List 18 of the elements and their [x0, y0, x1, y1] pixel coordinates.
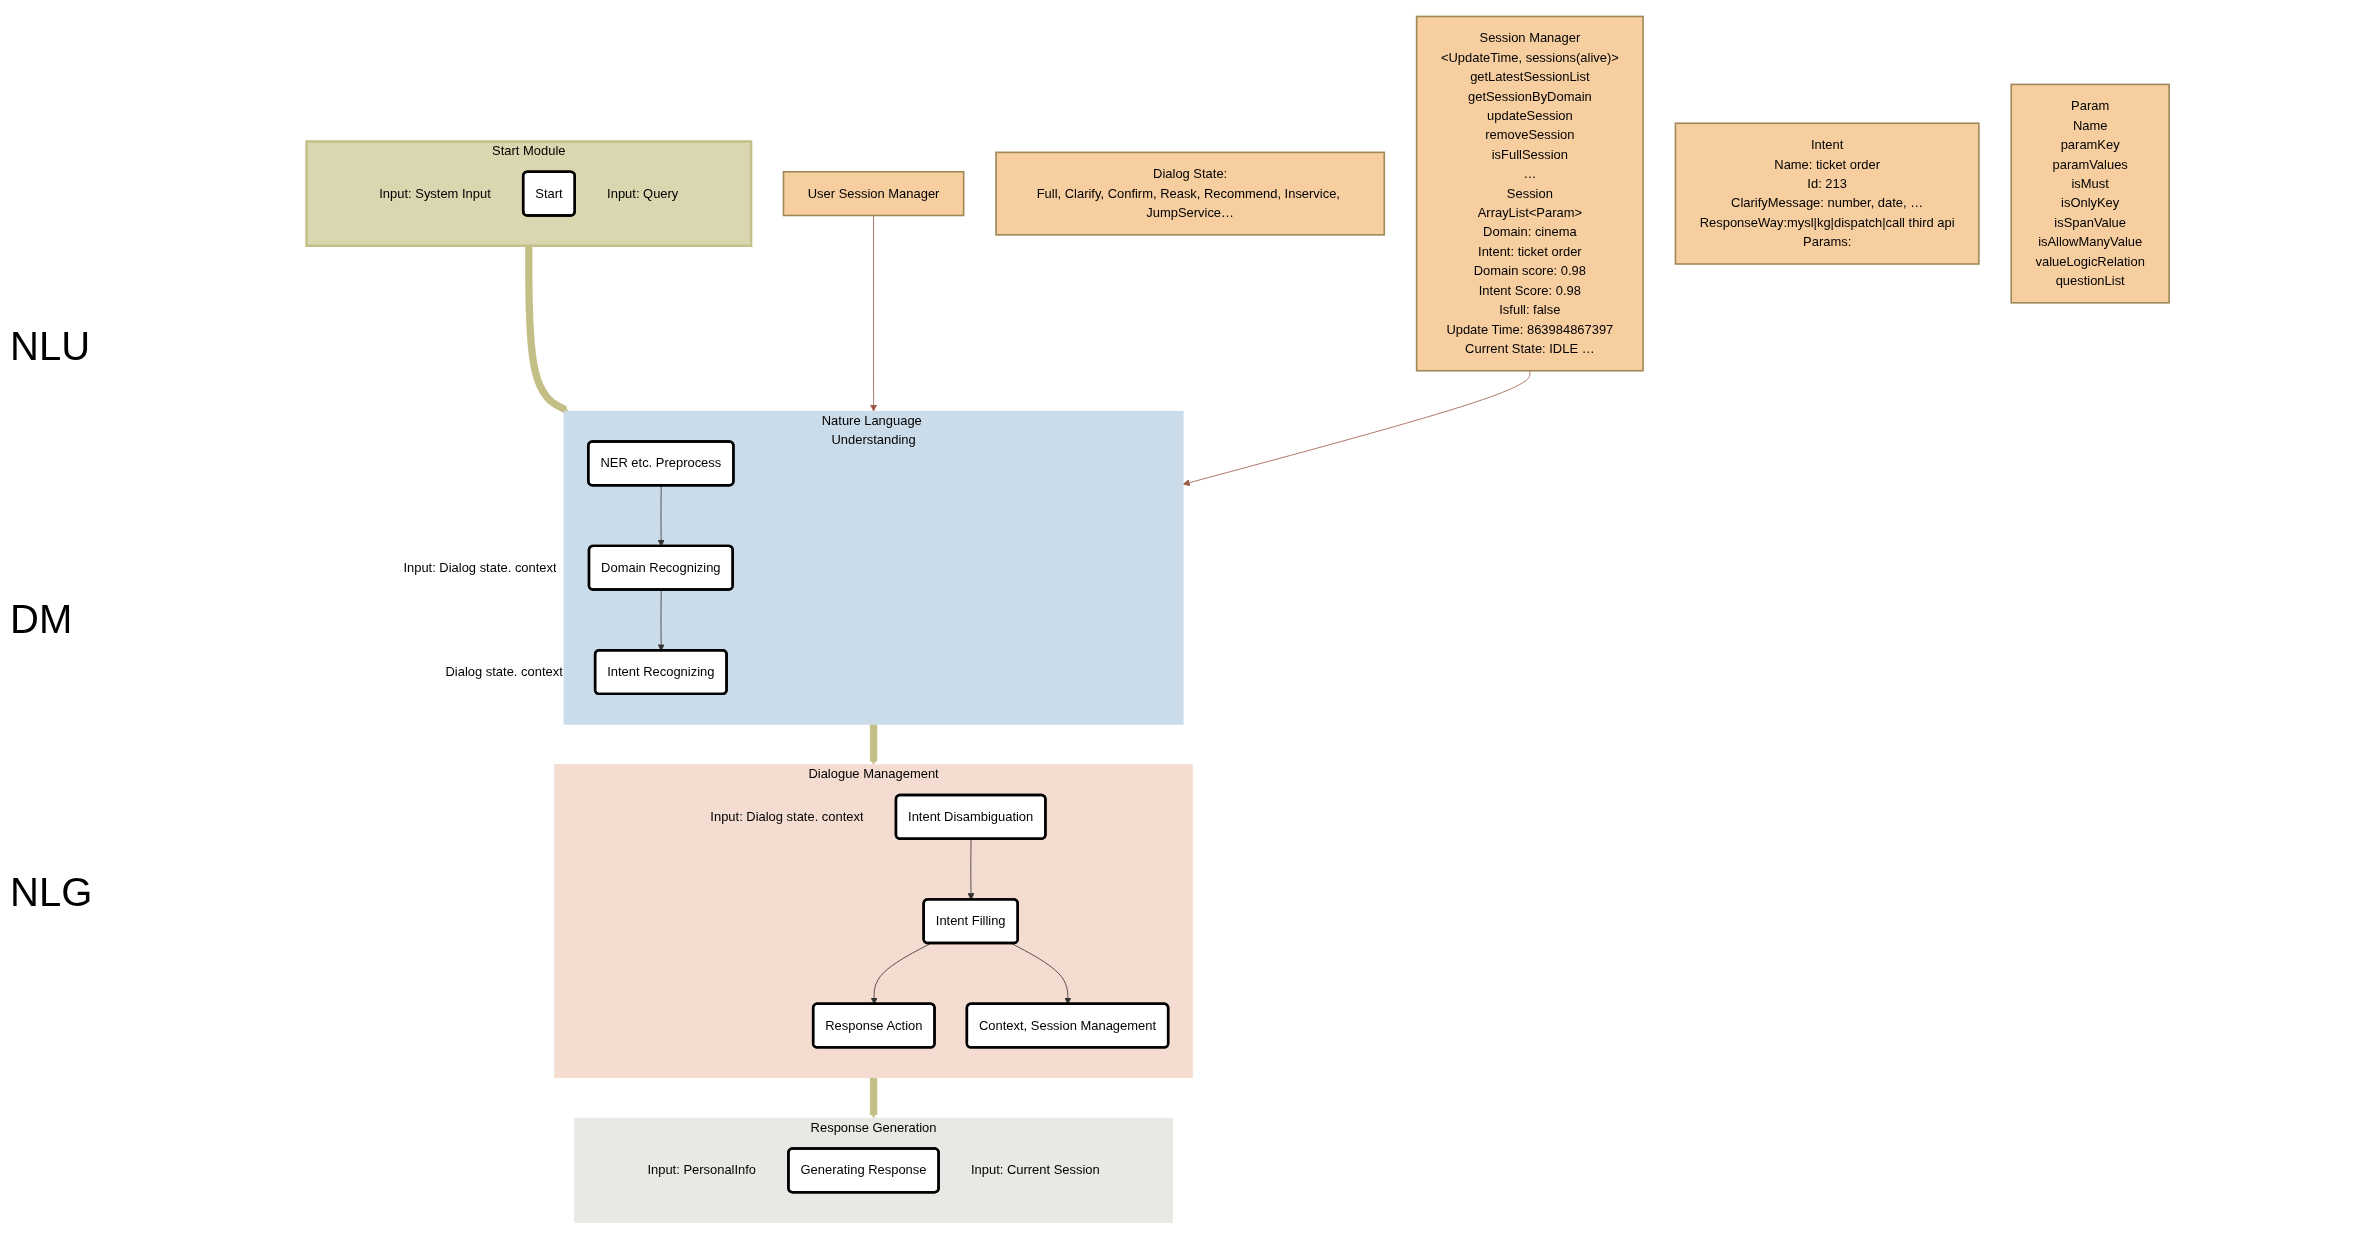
- section-label: DM: [10, 597, 74, 642]
- node-box: Param Name paramKey paramValues isMust isOnlyKey isSpanValue isAllowManyValue valueLogicRelation questionList: [2010, 83, 2171, 304]
- arrow: [870, 723, 878, 765]
- node-label: Input: Dialog state. context: [710, 809, 864, 824]
- node-label: Input: System Input: [379, 186, 491, 201]
- node-box: User Session Manager: [782, 170, 965, 217]
- node-label: Dialog state. context: [445, 664, 563, 679]
- arrow: [870, 1077, 878, 1119]
- section-label: NLU: [10, 324, 92, 369]
- node-box: Dialog State: Full, Clarify, Confirm, Reask, Recommend, Inservice, JumpService…: [995, 151, 1386, 236]
- node-label: Input: Dialog state. context: [403, 560, 557, 575]
- node-label: Input: PersonalInfo: [647, 1163, 757, 1177]
- node-box: Session Manager <UpdateTime, sessions(alive)> getLatestSessionList getSessionByDomain updateSession removeSession isFullSession … Session ArrayList<Param> Domain: cinema Intent: ticket order Domain score: 0.98 Intent Score: 0.98 Isfull: false Update Time: 863984867397 Current State: IDLE …: [1416, 15, 1645, 372]
- node-label: Input: Current Session: [971, 1163, 1100, 1177]
- node-label: Input: Query: [607, 186, 679, 201]
- section-label: NLG: [10, 870, 94, 915]
- arrow: [525, 245, 569, 413]
- node-box: Intent Name: ticket order Id: 213 ClarifyMessage: number, date, … ResponseWay:mysl|kg|dispatch|call third api Params:: [1674, 122, 1980, 265]
